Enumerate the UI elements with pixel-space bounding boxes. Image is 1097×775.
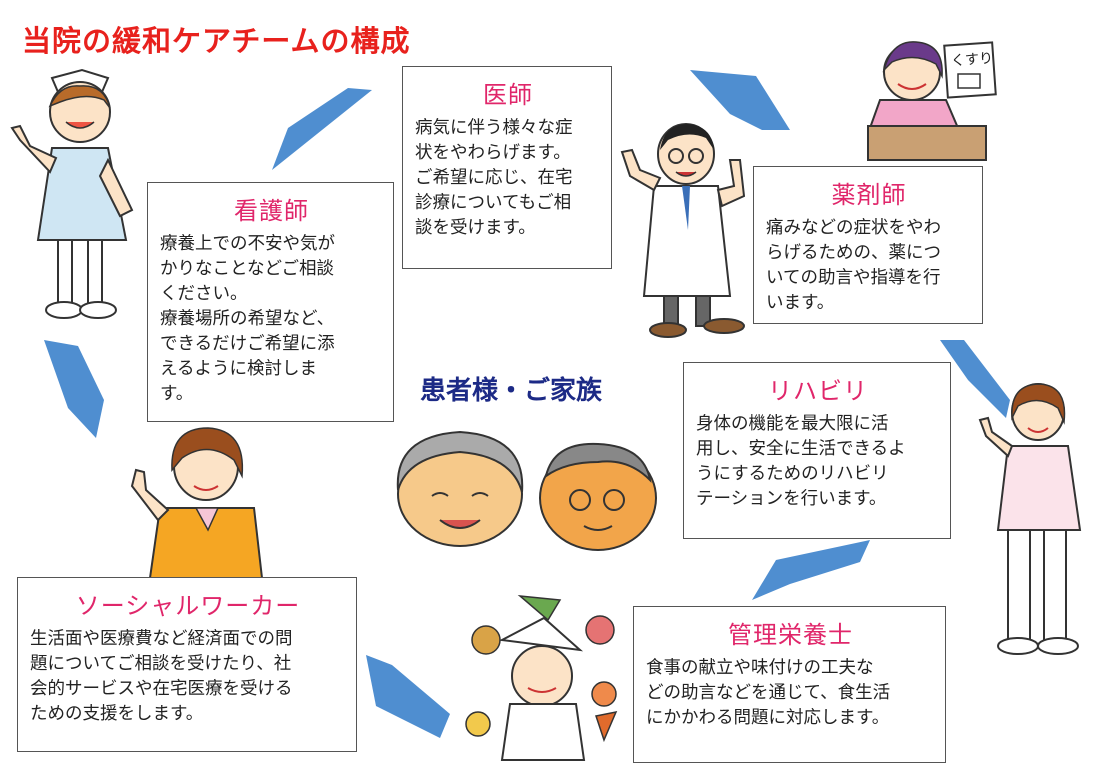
patients-family-illustration [396, 430, 657, 551]
doctor-card: 医師 病気に伴う様々な症状をやわらげます。ご希望に応じ、在宅診療についてもご相談… [402, 66, 612, 269]
description-line: 会的サービスや在宅医療を受ける [30, 679, 293, 699]
description-line: どの助言などを通じて、食生活 [646, 683, 891, 703]
doctor-figure [620, 123, 746, 338]
social-worker-figure [130, 427, 264, 579]
description-line: 療養上での不安や気が [160, 234, 335, 254]
description-line: 談を受けます。 [415, 218, 536, 238]
nurse-heading: 看護師 [234, 197, 309, 225]
description-line: にかかわる問題に対応します。 [646, 708, 890, 728]
description-line: 状をやわらげます。 [415, 143, 571, 163]
medicine-sign-label: くすり [950, 50, 994, 70]
social-worker-description: 生活面や医療費など経済面での問題についてご相談を受けたり、社会的サービスや在宅医… [30, 627, 346, 727]
description-line: 用し、安全に生活できるよ [696, 439, 906, 459]
description-line: らげるための、薬につ [766, 243, 941, 263]
description-line: ください。 [160, 284, 248, 304]
description-line: テーションを行います。 [696, 489, 887, 509]
description-line: できるだけご希望に添 [160, 334, 335, 354]
dietitian-card: 管理栄養士 食事の献立や味付けの工夫などの助言などを通じて、食生活にかかわる問題… [633, 606, 946, 763]
description-line: います。 [766, 293, 835, 313]
description-line: ご希望に応じ、在宅 [415, 168, 573, 188]
doctor-description: 病気に伴う様々な症状をやわらげます。ご希望に応じ、在宅診療についてもご相談を受け… [415, 116, 601, 241]
doctor-heading: 医師 [483, 81, 533, 109]
dietitian-description: 食事の献立や味付けの工夫などの助言などを通じて、食生活にかかわる問題に対応します… [646, 656, 935, 731]
arrow-rehab-to-dietitian [752, 540, 870, 600]
rehab-heading: リハビリ [768, 377, 868, 405]
pharmacist-heading: 薬剤師 [831, 181, 907, 209]
description-line: えるように検討しま [160, 359, 317, 379]
description-line: 題についてご相談を受けたり、社 [30, 654, 292, 674]
description-line: 生活面や医療費など経済面での問 [30, 629, 293, 649]
arrow-doctor-to-pharmacist [690, 70, 790, 130]
nurse-card: 看護師 療養上での不安や気がかりなことなどご相談ください。療養場所の希望など、で… [147, 182, 394, 422]
arrow-dietitian-to-social [366, 655, 450, 738]
nurse-description: 療養上での不安や気がかりなことなどご相談ください。療養場所の希望など、できるだけ… [160, 232, 383, 407]
dietitian-figure [465, 595, 618, 761]
description-line: 病気に伴う様々な症 [415, 118, 573, 138]
description-line: 身体の機能を最大限に活 [696, 414, 889, 434]
description-line: す。 [160, 384, 194, 404]
dietitian-heading: 管理栄養士 [728, 621, 853, 649]
description-line: 食事の献立や味付けの工夫な [646, 658, 874, 678]
description-line: かりなことなどご相談 [160, 259, 334, 279]
description-line: 痛みなどの症状をやわ [766, 218, 941, 238]
description-line: 診療についてもご相 [415, 193, 572, 213]
pharmacist-card: 薬剤師 痛みなどの症状をやわらげるための、薬についての助言や指導を行います。 [753, 166, 983, 324]
social-worker-heading: ソーシャルワーカー [75, 592, 301, 620]
patients-family-label: 患者様・ご家族 [420, 376, 603, 406]
arrow-social-to-nurse [44, 340, 104, 438]
rehab-description: 身体の機能を最大限に活用し、安全に生活できるようにするためのリハビリテーションを… [696, 412, 940, 512]
description-line: いての助言や指導を行 [766, 268, 941, 288]
rehab-figure [978, 383, 1082, 655]
page-title: 当院の緩和ケアチームの構成 [22, 24, 411, 58]
pharmacist-description: 痛みなどの症状をやわらげるための、薬についての助言や指導を行います。 [766, 216, 972, 316]
arrow-nurse-to-doctor [272, 88, 372, 170]
description-line: ための支援をします。 [30, 704, 204, 724]
description-line: うにするためのリハビリ [696, 464, 889, 484]
rehab-card: リハビリ 身体の機能を最大限に活用し、安全に生活できるようにするためのリハビリテ… [683, 362, 951, 539]
nurse-figure [10, 68, 134, 319]
social-worker-card: ソーシャルワーカー 生活面や医療費など経済面での問題についてご相談を受けたり、社… [17, 577, 357, 752]
description-line: 療養場所の希望など、 [160, 309, 335, 329]
